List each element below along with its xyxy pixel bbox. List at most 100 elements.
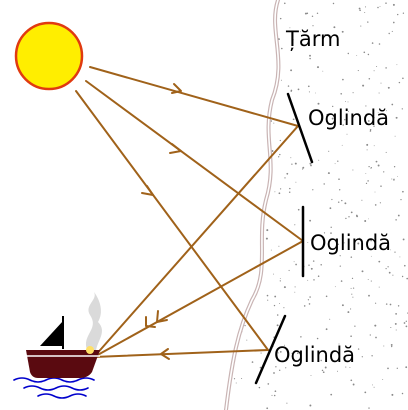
sand-dot [395,219,396,220]
sand-dot [308,85,310,87]
sand-dot [265,169,267,171]
sand-dot [379,92,380,93]
sand-dot [390,304,392,306]
sand-dot [312,189,313,190]
sand-dot [311,375,312,376]
sand-dot [383,171,384,172]
sand-dot [368,407,369,408]
sand-dot [274,191,275,192]
sand-dot [389,272,391,274]
sand-dot [279,192,281,194]
sand-dot [326,296,328,298]
sand-dot [339,189,340,190]
sand-dot [309,405,311,407]
sand-dot [377,7,379,9]
sand-dot [328,172,330,174]
mirror-label-1: Oglindă [308,106,389,130]
sand-dot [267,54,269,56]
sand-dot [290,157,291,158]
sand-dot [323,371,325,373]
sand-dot [235,216,236,217]
sand-dot [310,165,312,167]
sand-dot [381,83,382,84]
sand-dot [275,390,277,392]
sand-dot [223,262,224,263]
sand-dot [261,10,263,12]
sand-dot [298,209,300,211]
sand-dot [366,144,368,146]
sand-dot [227,318,228,319]
sand-dot [351,256,353,258]
sand-dot [242,5,243,6]
sand-dot [242,179,244,181]
sand-dot [258,240,259,241]
sand-dot [392,31,393,32]
sand-dot [307,242,308,243]
sand-dot [375,204,377,206]
sun-icon [16,23,82,89]
sand-dot [313,279,314,280]
sand-dot [391,346,392,347]
sand-dot [253,181,254,182]
sand-dot [406,321,407,322]
sand-dot [235,31,236,32]
sand-dot [338,201,339,202]
sand-dot [322,71,323,72]
sand-dot [311,268,313,270]
sand-dot [220,117,221,118]
sand-dot [368,279,369,280]
sand-dot [400,199,401,200]
sand-dot [263,85,265,87]
arrowhead-icon [142,186,153,195]
sand-dot [252,361,254,363]
sand-dot [362,356,363,357]
sand-dot [331,227,332,228]
sand-dot [337,371,338,372]
sand-dot [368,295,370,297]
sand-dot [392,275,393,276]
sand-dot [289,191,290,192]
sand-dot [302,169,303,170]
sand-dot [364,52,366,54]
sand-dot [302,167,304,169]
ray-arrowheads [142,84,181,359]
sand-dot [274,296,276,298]
sand-dot [241,378,242,379]
sand-dot [221,131,223,133]
sand-dot [354,326,355,327]
sand-dot [220,5,221,6]
sand-dot [264,131,266,133]
sand-dot [247,177,248,178]
sand-dot [326,328,328,330]
sand-dot [318,160,319,161]
sand-dot [294,261,295,262]
sand-dot [351,212,353,214]
sand-dot [406,326,408,328]
sand-dot [258,161,260,163]
sand-dot [267,300,268,301]
sand-dot [225,230,227,232]
sand-dot [234,113,235,114]
sand-dot [380,202,381,203]
sand-dot [293,118,295,120]
sand-dot [350,335,352,337]
sand-dot [220,41,222,43]
sand-dot [391,179,392,180]
sand-dot [391,104,393,106]
sand-dot [243,243,245,245]
sand-dot [240,14,241,15]
sand-dot [298,89,300,91]
shore-label: Țărm [286,27,340,51]
sand-dot [261,178,263,180]
sand-dot [221,0,222,1]
sand-dot [279,370,280,371]
reflected-ray-2 [94,241,303,357]
sand-dot [284,286,286,288]
water-waves [14,378,94,398]
sand-dot [229,83,230,84]
sand-dot [231,264,233,266]
sand-dot [236,23,237,24]
sand-dot [395,323,397,325]
sand-dot [262,45,264,47]
